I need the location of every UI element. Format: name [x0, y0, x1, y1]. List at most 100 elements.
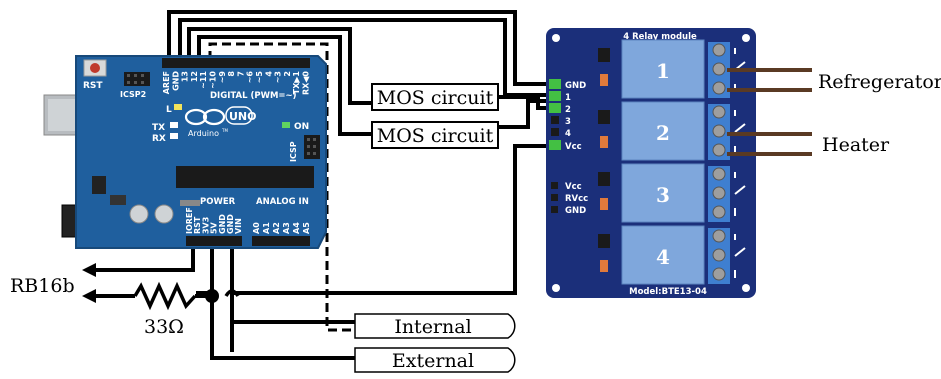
- relay-jumper-header: [551, 182, 558, 213]
- wire-5v: [210, 245, 355, 360]
- relay-body: [621, 163, 705, 223]
- relay-body: [621, 101, 705, 161]
- terminal-screw-icon[interactable]: [712, 62, 726, 76]
- mos-circuit-2-label: MOS circuit: [377, 125, 494, 147]
- bottom-pin-label: A2: [272, 222, 281, 234]
- load-refrigerator-label: Refregerator: [818, 71, 941, 93]
- wire-gnd-sensors: [230, 245, 355, 324]
- top-pin-label: 12: [190, 71, 199, 82]
- wires: [92, 10, 560, 360]
- icsp-label: ICSP: [289, 141, 298, 162]
- arduino-brand: Arduino: [188, 129, 219, 138]
- bottom-pin-label: A5: [302, 222, 311, 234]
- terminal-screw-icon[interactable]: [712, 81, 726, 95]
- relay-switch-icon: [734, 172, 746, 216]
- terminal-screw-icon[interactable]: [712, 186, 726, 200]
- uno-logo-text: UNO: [229, 110, 257, 123]
- load-wires: [727, 68, 812, 156]
- digital-label: DIGITAL (PWM=~): [210, 91, 297, 101]
- analog-header: [252, 236, 310, 246]
- sensor-internal: Internal: [354, 313, 516, 339]
- top-pin-label: TX▶1: [292, 71, 301, 95]
- relay-pin-4: 4: [565, 129, 571, 139]
- bottom-pin-label: A0: [252, 222, 261, 234]
- relay-channel-number: 3: [656, 183, 670, 207]
- arduino-logo: UNO Arduino TM: [184, 106, 257, 138]
- relay-pin-vcc: Vcc: [565, 142, 582, 152]
- bottom-pin-label: A3: [282, 222, 291, 234]
- relay-module: 4 Relay module Model:BTE13-04 GND 1 2 3 …: [546, 28, 756, 298]
- wire-hop: [224, 289, 240, 297]
- top-pin-label: ~6: [246, 71, 255, 84]
- sensor-internal-label: Internal: [394, 316, 471, 338]
- terminal-screw-icon[interactable]: [712, 167, 726, 181]
- top-pin-label: ~11: [199, 71, 208, 89]
- relay-channel: 4: [598, 225, 746, 285]
- relay-resistor: [600, 198, 608, 210]
- rb16b-label: RB16b: [10, 275, 75, 297]
- l-led-label: L: [166, 105, 172, 115]
- relay-pin-gnd: GND: [565, 81, 586, 91]
- bottom-pin-label: GND: [218, 214, 227, 234]
- rx-led: [170, 133, 178, 139]
- top-pin-label: ~10: [209, 71, 218, 89]
- capacitor-1: [110, 195, 126, 205]
- top-pin-label: GND: [171, 71, 180, 91]
- top-pin-label: ~9: [218, 71, 227, 84]
- terminal-screw-icon[interactable]: [712, 43, 726, 57]
- relay-resistor: [600, 74, 608, 86]
- rst-label: RST: [83, 81, 103, 91]
- wire-pin10-sensor-dashed: [208, 42, 355, 332]
- terminal-screw-icon[interactable]: [712, 205, 726, 219]
- tx-label: TX: [152, 123, 165, 133]
- mos-circuit-1: MOS circuit: [371, 83, 499, 111]
- l-led: [174, 104, 182, 110]
- relay-body: [621, 225, 705, 285]
- icsp2-label: ICSP2: [120, 90, 146, 99]
- power-label: POWER: [200, 197, 236, 207]
- wire-gnd-to-relay: [167, 10, 560, 86]
- bottom-pin-label: VIN: [234, 218, 243, 234]
- main-chip: [176, 166, 314, 188]
- tx-led: [170, 122, 178, 128]
- relay-channel-number: 4: [656, 245, 670, 269]
- relay-pin-3: 3: [565, 117, 571, 127]
- terminal-screw-icon[interactable]: [712, 124, 726, 138]
- relay-transistor: [598, 172, 610, 186]
- bottom-pin-label: A4: [292, 222, 301, 234]
- relay-channel: 2: [598, 101, 746, 161]
- board-body: [75, 55, 327, 249]
- power-header: [186, 236, 242, 246]
- wire-relay-vcc: [234, 144, 560, 295]
- mos-circuit-2: MOS circuit: [371, 121, 499, 149]
- regulator: [92, 176, 106, 194]
- sensor-external-label: External: [392, 350, 474, 372]
- terminal-screw-icon[interactable]: [712, 248, 726, 262]
- wire-pin12-to-mos-1: [187, 27, 372, 105]
- relay-transistor: [598, 110, 610, 124]
- top-pin-label: 4: [264, 71, 273, 77]
- wire-mos-2-to-relay: [497, 99, 560, 129]
- relay-switch-icon: [734, 234, 746, 278]
- bottom-pin-label: 3V3: [201, 217, 210, 234]
- terminal-screw-icon[interactable]: [712, 267, 726, 281]
- digital-header: [162, 58, 310, 68]
- relay-jumper-vcc: Vcc: [565, 182, 582, 192]
- sensor-external: External: [354, 347, 516, 373]
- top-pin-label: 13: [181, 71, 190, 82]
- capacitor-3: [154, 204, 174, 224]
- terminal-screw-icon[interactable]: [712, 105, 726, 119]
- top-pin-label: AREF: [162, 71, 171, 94]
- mos-circuit-1-label: MOS circuit: [377, 87, 494, 109]
- terminal-screw-icon[interactable]: [712, 229, 726, 243]
- terminal-screw-icon[interactable]: [712, 143, 726, 157]
- bottom-pin-label: RST: [193, 216, 202, 234]
- icsp2-header: [124, 72, 150, 86]
- relay-transistor: [598, 234, 610, 248]
- top-pin-label: 8: [227, 71, 236, 77]
- on-led: [282, 122, 290, 128]
